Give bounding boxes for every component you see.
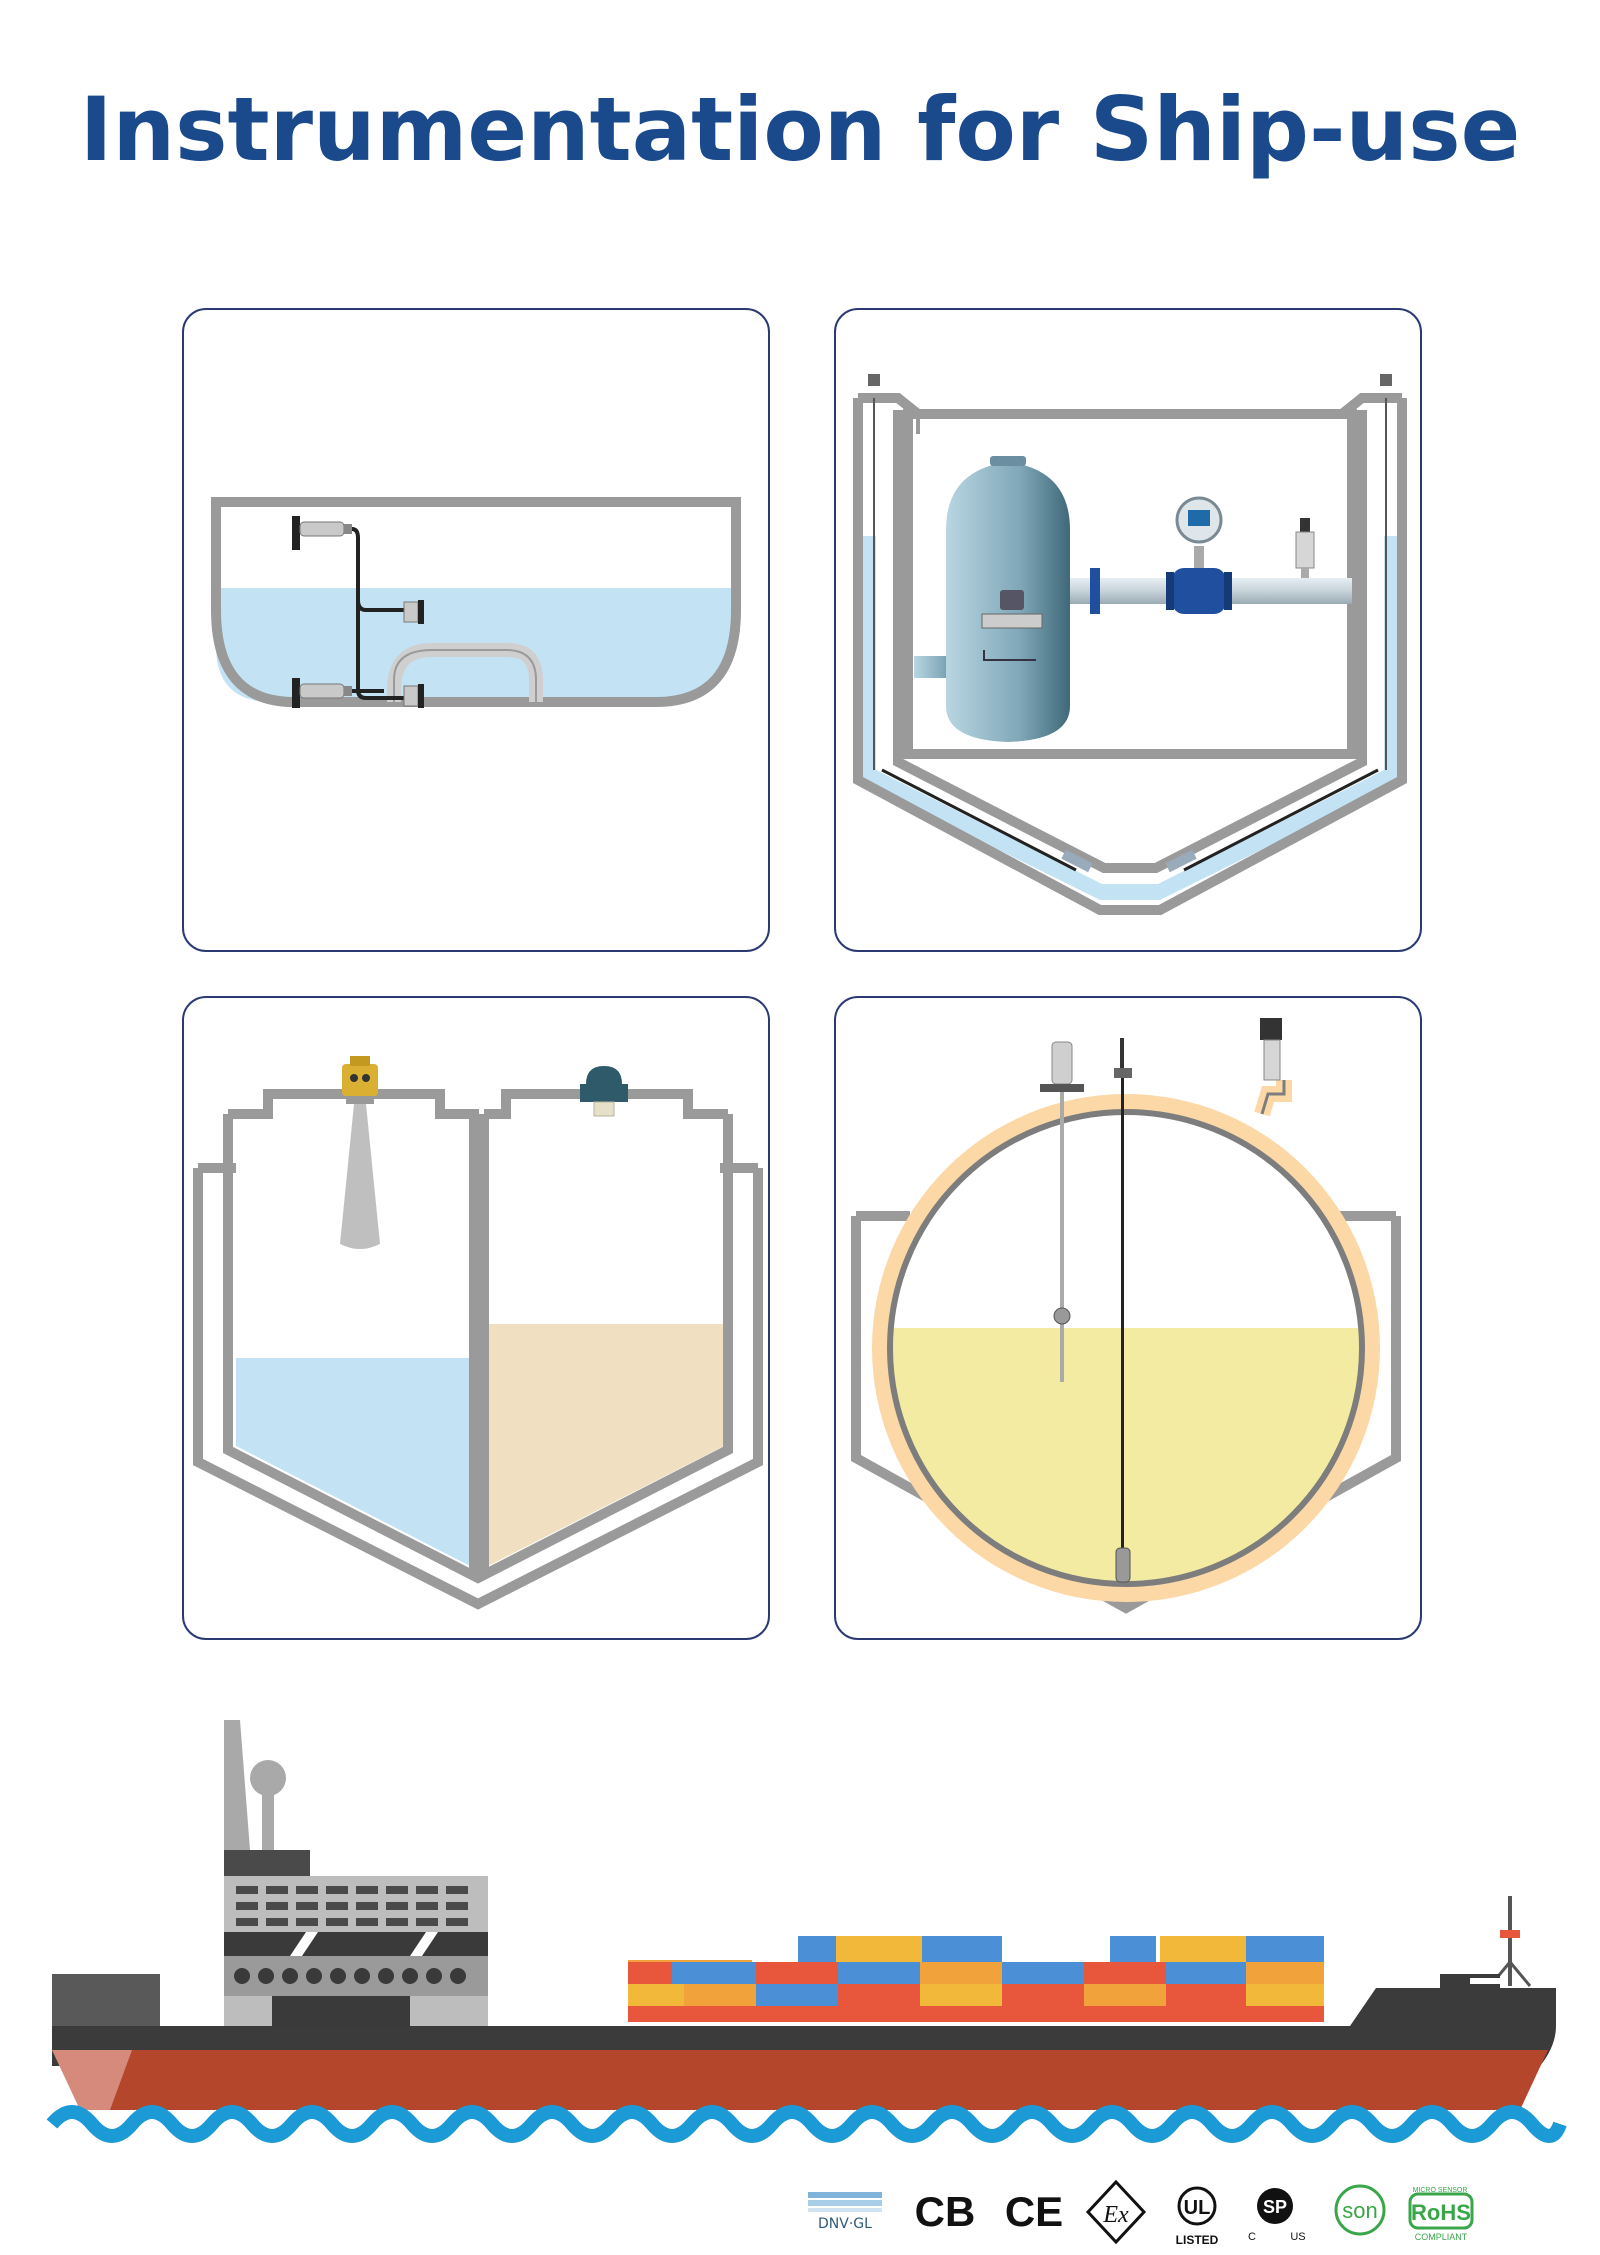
svg-text:son: son bbox=[1342, 2198, 1377, 2223]
dnv-gl-label: DNV·GL bbox=[818, 2216, 872, 2232]
panel-ballast-tank bbox=[182, 308, 770, 952]
bottom-sensor-right-icon bbox=[1165, 768, 1379, 873]
svg-text:UL: UL bbox=[1184, 2197, 1211, 2219]
svg-text:LISTED: LISTED bbox=[1176, 2233, 1219, 2247]
pressure-transmitter-icon bbox=[1260, 1018, 1282, 1081]
csa-mark: SP C US bbox=[1248, 2188, 1306, 2243]
cargo-containers bbox=[628, 1936, 1324, 2022]
pressure-transmitter-icon bbox=[1295, 518, 1315, 578]
page-title: Instrumentation for Ship-use bbox=[79, 78, 1521, 181]
pressure-transmitter-top-icon bbox=[292, 516, 352, 550]
cargo-tank-diagram bbox=[193, 1056, 763, 1610]
separator-vessel-icon bbox=[914, 456, 1070, 742]
bow-mast bbox=[1488, 1896, 1532, 1987]
bottom-sensor-left-icon bbox=[881, 768, 1093, 873]
tank-wall bbox=[211, 497, 741, 707]
atex-ex-mark: Ex bbox=[1085, 2179, 1147, 2245]
svg-text:SP: SP bbox=[1263, 2197, 1287, 2217]
fuel-tank-diagram bbox=[853, 374, 1407, 915]
differential-transmitter-icon bbox=[403, 600, 424, 708]
rohs-mark: MICRO SENSOR RoHS COMPLIANT bbox=[1408, 2187, 1474, 2242]
panel-fuel-tank-flow bbox=[834, 308, 1422, 952]
submersible-level-sensor-icon bbox=[1114, 1038, 1132, 1583]
pressure-transmitter-bottom-icon bbox=[292, 678, 384, 708]
cb-mark: CB bbox=[915, 2188, 976, 2235]
ul-listed-mark: UL LISTED bbox=[1176, 2186, 1219, 2247]
svg-text:US: US bbox=[1290, 2231, 1305, 2243]
lng-tank-diagram bbox=[851, 1018, 1401, 1614]
certification-marks: DNV·GL CB CE Ex UL LISTED SP C US son MI… bbox=[808, 2179, 1474, 2247]
svg-text:RoHS: RoHS bbox=[1411, 2200, 1471, 2225]
hull-upper bbox=[52, 1974, 1556, 2066]
dnv-gl-logo: DNV·GL bbox=[808, 2192, 882, 2232]
svg-text:Ex: Ex bbox=[1102, 2202, 1129, 2228]
svg-text:MICRO SENSOR: MICRO SENSOR bbox=[1413, 2187, 1468, 2194]
panel-lng-tank bbox=[834, 996, 1422, 1640]
electromagnetic-flowmeter-icon bbox=[1166, 496, 1232, 614]
sea-waves bbox=[46, 2105, 1567, 2143]
magnetostrictive-level-icon bbox=[1040, 1041, 1084, 1382]
container-ship-illustration bbox=[46, 1720, 1567, 2143]
svg-text:C: C bbox=[1248, 2231, 1256, 2243]
ballast-tank-diagram bbox=[211, 497, 741, 708]
hull-lower bbox=[52, 2050, 1548, 2110]
cargo-fill bbox=[484, 1324, 724, 1568]
ship-funnel bbox=[224, 1720, 286, 1852]
svg-text:COMPLIANT: COMPLIANT bbox=[1415, 2232, 1468, 2242]
water-fill bbox=[236, 1358, 474, 1568]
ultrasonic-level-transmitter-icon bbox=[580, 1066, 628, 1117]
panel-cargo-tank-radar bbox=[182, 996, 770, 1640]
son-mark: son bbox=[1334, 2184, 1386, 2236]
ce-mark: CE bbox=[1005, 2188, 1063, 2235]
radar-level-transmitter-icon bbox=[340, 1056, 380, 1249]
